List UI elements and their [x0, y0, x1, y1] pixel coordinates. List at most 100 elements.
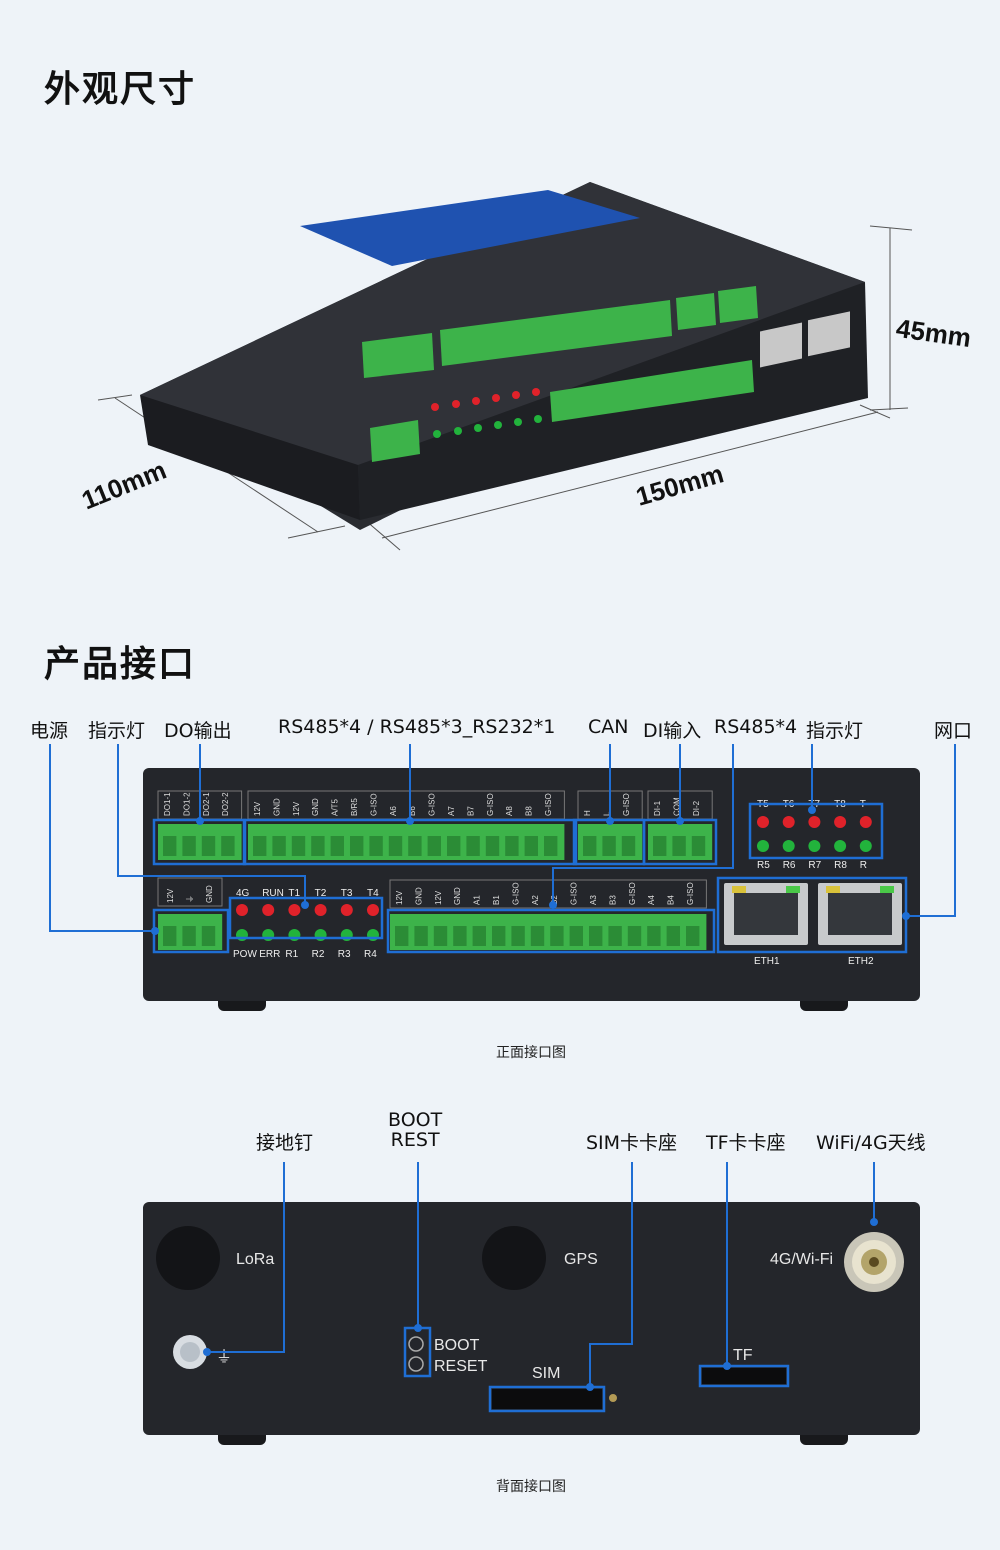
- caption-front: 正面接口图: [496, 1045, 566, 1061]
- bottom-header-label: B3: [608, 895, 617, 905]
- callout-sim-slot: SIM卡卡座: [586, 1132, 678, 1154]
- label-lora: LoRa: [236, 1251, 274, 1268]
- top-header-label: G-ISO: [428, 793, 437, 816]
- top-header-label: G-ISO: [622, 793, 631, 816]
- right-led-label-bottom: R8: [834, 860, 847, 871]
- callout-ground-screw: 接地钉: [256, 1132, 314, 1154]
- terminal-block-power-pin: [182, 926, 196, 946]
- terminal-block-bottom-pin: [550, 926, 564, 946]
- led-label-bottom: POW: [233, 949, 257, 960]
- terminal-block-bottom-pin: [647, 926, 661, 946]
- terminal-block-top-1-pin: [408, 836, 422, 856]
- terminal-block-top-1-pin: [388, 836, 403, 856]
- ethernet-led-yellow: [826, 886, 840, 893]
- right-led-red: [757, 816, 769, 828]
- top-header-label: DO1-2: [182, 792, 191, 816]
- top-header-label: G-ISO: [369, 793, 378, 816]
- terminal-block-bottom-pin: [569, 926, 583, 946]
- highlight-box-7: [748, 802, 884, 860]
- terminal-block-bottom-pin: [608, 926, 622, 946]
- led-label-top: RUN: [262, 888, 284, 899]
- lora-antenna-plug: [156, 1226, 220, 1290]
- callout-indicator-left: 指示灯: [88, 720, 146, 742]
- ethernet-led-green: [880, 886, 894, 893]
- bottom-header-label: 12V: [395, 890, 404, 905]
- front-leds-3d: [431, 388, 542, 438]
- top-header-label: GND: [272, 798, 281, 816]
- terminal-block-top-1-pin: [272, 836, 286, 856]
- label-reset: RESET: [434, 1358, 488, 1375]
- terminal-block-bottom-pin: [453, 926, 467, 946]
- ethernet-port-socket: [734, 893, 798, 935]
- right-led-green: [859, 840, 872, 852]
- top-header-label: COM: [672, 797, 681, 816]
- top-header-label: G-ISO: [544, 793, 553, 816]
- terminal-block-power-pin: [201, 926, 216, 946]
- bottom-header-label: GND: [414, 887, 423, 905]
- terminal-block-top-1-pin: [505, 836, 519, 856]
- led-red: [314, 904, 327, 916]
- led-label-top: T1: [288, 888, 300, 899]
- callout-rs485-4: RS485*4: [714, 716, 798, 738]
- terminal-block-bottom-pin: [627, 926, 642, 946]
- gps-antenna-plug: [482, 1226, 546, 1290]
- caption-back: 背面接口图: [496, 1479, 566, 1495]
- bottom-header-label: A2: [531, 895, 540, 905]
- right-led-red: [782, 816, 795, 828]
- top-header-label: A/T5: [331, 799, 340, 816]
- label-wifi: 4G/Wi-Fi: [770, 1251, 833, 1268]
- back-callout-lines: [207, 1162, 875, 1387]
- terminal-block-bottom-pin: [492, 926, 506, 946]
- label-sim: SIM: [532, 1365, 560, 1382]
- top-header-label: DO2-1: [202, 792, 211, 816]
- terminal-block-top-3-pin: [653, 836, 667, 856]
- top-header-label: B8: [525, 806, 534, 816]
- led-red: [288, 904, 301, 916]
- back-panel-detail: LoRa GPS 4G/Wi-Fi ⏚ BOOT RESET SIM TF: [156, 1162, 904, 1413]
- led-red: [236, 904, 248, 916]
- bottom-header-label: A4: [647, 895, 656, 905]
- led-label-top: 4G: [236, 888, 250, 899]
- tf-slot: [702, 1368, 786, 1384]
- label-tf: TF: [733, 1347, 753, 1364]
- led-label-bottom: R1: [285, 949, 298, 960]
- back-foot-left: [218, 1435, 266, 1445]
- bottom-header-label: GND: [453, 887, 462, 905]
- terminal-block-bottom-pin: [433, 926, 448, 946]
- terminal-block-top-0-pin: [221, 836, 235, 856]
- terminal-block-top-1-pin: [466, 836, 480, 856]
- bottom-header-label: G-ISO: [686, 882, 695, 905]
- led-label-bottom: R4: [364, 949, 377, 960]
- ethernet-label: ETH1: [754, 956, 780, 967]
- terminal-block-top-1-pin: [544, 836, 558, 856]
- top-header-label: L: [602, 811, 611, 816]
- top-header-label: DI-1: [653, 800, 662, 816]
- power-header-label: 12V: [166, 888, 175, 903]
- header-box-power: [157, 877, 223, 907]
- terminal-block-bottom-pin: [686, 926, 700, 946]
- right-led-red: [834, 816, 847, 828]
- top-header-label: A8: [505, 806, 514, 816]
- right-led-label-bottom: R: [860, 860, 867, 871]
- top-header-label: DI-2: [692, 800, 701, 816]
- sim-slot: [492, 1389, 602, 1409]
- terminal-block-top-1-pin: [291, 836, 306, 856]
- terminal-block-bottom-pin: [530, 926, 545, 946]
- terminal-block-top-0-pin: [201, 836, 216, 856]
- bottom-header-label: B4: [667, 895, 676, 905]
- led-red: [367, 904, 379, 916]
- top-header-label: B/R5: [350, 798, 359, 816]
- ground-screw: [173, 1335, 207, 1369]
- terminal-block-top-1-pin: [427, 836, 441, 856]
- terminal-block-top-2-pin: [621, 836, 636, 856]
- front-callout-lines: [49, 744, 956, 932]
- right-led-green: [834, 840, 847, 852]
- top-header-label: G-ISO: [486, 793, 495, 816]
- top-header-label: DO1-1: [163, 792, 172, 816]
- terminal-block-top-1-pin: [311, 836, 325, 856]
- terminal-block-top-3-pin: [691, 836, 706, 856]
- bottom-header-label: B1: [492, 895, 501, 905]
- terminal-block-top-2-pin: [583, 836, 597, 856]
- section-title-dimensions: 外观尺寸: [44, 69, 197, 110]
- bottom-header-label: G-ISO: [570, 882, 579, 905]
